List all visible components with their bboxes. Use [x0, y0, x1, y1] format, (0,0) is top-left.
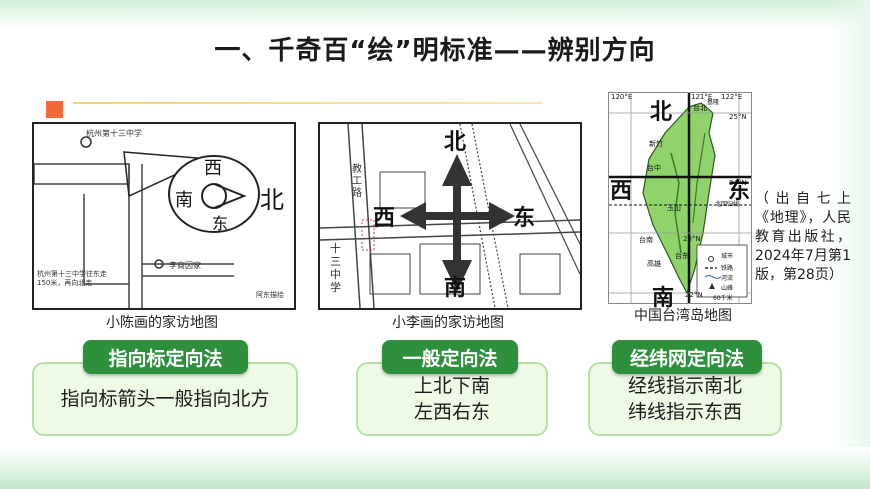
li-east-label: 东: [513, 205, 536, 231]
li-map-caption: 小李画的家访地图: [392, 315, 504, 331]
li-school-label: 十三中学: [330, 242, 341, 294]
method-title-pointer: 指向标定向法: [83, 340, 248, 374]
taiwan-legend-railway: 铁路: [721, 265, 734, 272]
taiwan-city-taitung: 台东: [675, 252, 689, 260]
method-desc-grid-line-1: 经线指示南北: [627, 375, 742, 397]
li-north-label: 北: [444, 129, 467, 155]
taiwan-lat-25: 25°N: [729, 113, 747, 121]
li-south-label: 南: [444, 275, 467, 301]
taiwan-lat-23: 23°N: [683, 235, 701, 243]
taiwan-lat-24: 24°N: [729, 179, 747, 187]
chen-annotation-corner: 阿东描绘: [256, 291, 284, 299]
li-west-label: 西: [373, 205, 396, 231]
bottom-gradient: [0, 447, 870, 489]
title-accent-line: [73, 102, 543, 104]
taiwan-legend-river: 河流: [721, 275, 734, 282]
chen-annotation-top: 杭州第十三中学: [86, 129, 142, 138]
taiwan-city-keelung: 基隆: [707, 99, 720, 106]
taiwan-city-taipei: 台北: [693, 104, 707, 112]
method-desc-grid-line-2: 纬线指示东西: [627, 401, 742, 423]
chen-compass-west: 西: [204, 158, 222, 179]
chen-map-drawing: [34, 136, 260, 308]
taiwan-lat-22: 22°N: [685, 291, 703, 299]
li-map: 十三中学 教工路: [318, 122, 582, 310]
chen-map-caption: 小陈画的家访地图: [106, 315, 218, 331]
taiwan-map: 120°E 121°E 122°E 25°N 24°N 23°N 22°N 台北…: [608, 92, 752, 304]
taiwan-map-drawing: [609, 93, 751, 303]
taiwan-map-caption: 中国台湾岛地图: [634, 308, 732, 324]
method-title-general: 一般定向法: [382, 340, 518, 374]
taiwan-lon-122: 122°E: [721, 93, 743, 101]
method-desc-general-line-2: 左西右东: [413, 401, 490, 423]
taiwan-west-label: 西: [610, 178, 633, 204]
chen-compass-east: 东: [212, 214, 229, 233]
chen-map: 杭州第十三中学 杭州第十三中学往东走150米，再向北走 李商因家 阿东描绘 西 …: [32, 122, 296, 310]
chen-home-label: 李商因家: [169, 261, 201, 270]
chen-compass-south: 南: [175, 190, 193, 211]
taiwan-south-label: 南: [652, 285, 675, 311]
taiwan-lon-120: 120°E: [611, 93, 633, 101]
method-desc-general-line-1: 上北下南: [413, 375, 490, 397]
taiwan-city-hsinchu: 新竹: [649, 140, 663, 148]
method-desc-pointer-line-1: 指向标箭头一般指向北方: [60, 388, 270, 410]
li-road-label: 教工路: [352, 164, 362, 199]
method-desc-general: 上北下南 左西右东: [356, 362, 548, 436]
right-gradient: [830, 0, 870, 489]
taiwan-legend-peak: 山峰: [721, 285, 734, 292]
chen-annotation-bottom: 杭州第十三中学往东走150米，再向北走: [37, 270, 107, 287]
top-gradient: [0, 0, 870, 28]
slide-title: 一、千奇百“绘”明标准——辨别方向: [214, 36, 656, 66]
taiwan-north-label: 北: [650, 99, 673, 125]
taiwan-east-label: 东: [728, 178, 751, 204]
taiwan-city-kaohsiung: 高雄: [647, 260, 661, 268]
li-map-drawing: [320, 124, 580, 308]
chen-compass-north: 北: [260, 186, 284, 214]
title-accent-square: [46, 101, 63, 118]
taiwan-city-yushan: 玉山: [667, 204, 681, 212]
taiwan-tropic-label: 北回归线: [715, 201, 740, 208]
taiwan-legend-city: 城市: [721, 253, 734, 260]
method-desc-grid: 经线指示南北 纬线指示东西: [588, 362, 782, 436]
taiwan-scale: 60千米: [713, 295, 733, 302]
source-note: （出自七上《地理》，人民教育出版社，2024年7月第1版，第28页）: [755, 191, 851, 283]
taiwan-lon-121: 121°E: [691, 93, 713, 101]
taiwan-city-tainan: 台南: [639, 236, 653, 244]
method-title-grid: 经纬网定向法: [612, 340, 762, 374]
taiwan-city-taichung: 台中: [647, 164, 661, 172]
